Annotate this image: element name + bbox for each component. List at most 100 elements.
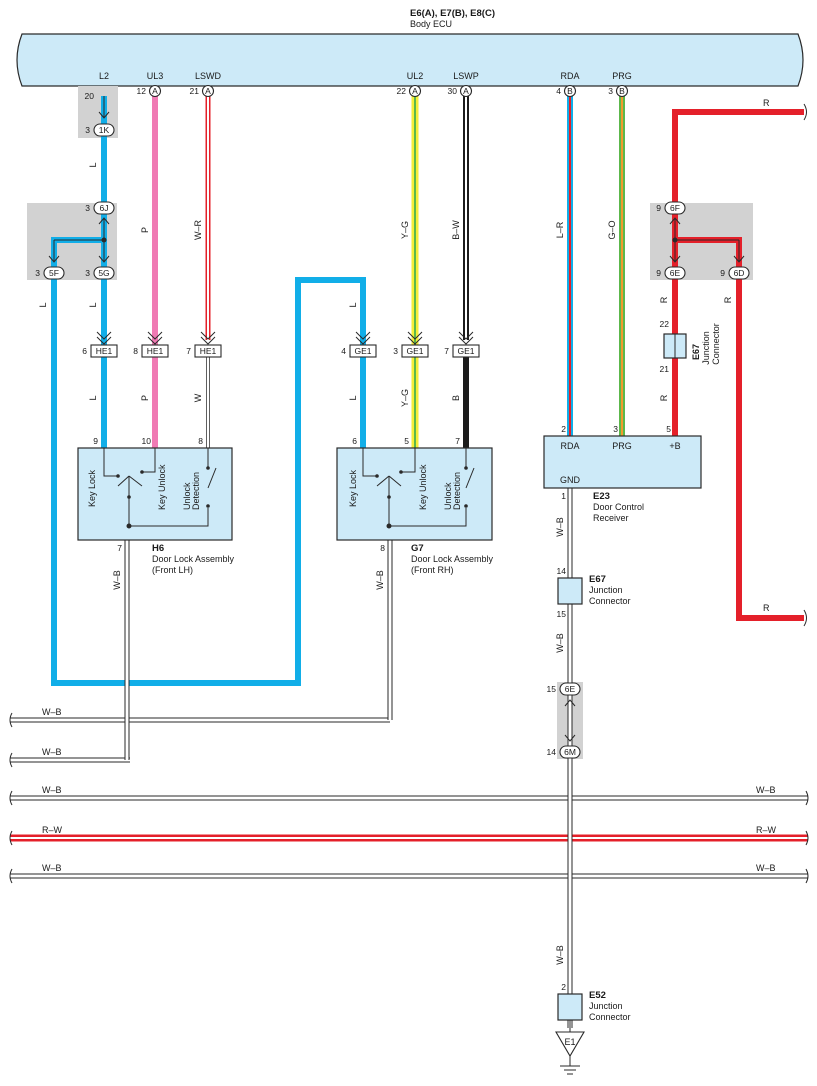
wire-label-r-3: R [659,394,669,401]
connector-he1-c [194,344,222,358]
e67-l-code: E67 [589,574,606,585]
wire-label-wb-e52: W–B [555,945,565,965]
ecu-pin-3-conn: B [619,86,625,96]
ecu-pin-12: 12 [137,86,147,96]
connector-he1-a-num: 6 [82,346,87,356]
connector-he1-a [90,344,118,358]
pin-6f-num: 9 [656,203,661,213]
receiver-prg-label: PRG [612,441,632,451]
pin-6e-mid [559,682,581,696]
wire-label-l-3: L [88,302,98,307]
door-lh-side: (Front LH) [152,565,193,575]
ecu-pin-20: 20 [85,91,95,101]
pin-6d-id: 6D [734,268,745,278]
ecu-pin-22: 22 [397,86,407,96]
wire-label-wb-g7: W–B [375,570,385,590]
ecu-pin-4-conn: B [567,86,573,96]
pin-6e-top [664,266,686,280]
e67-v-code: E67 [691,344,701,360]
wire-label-r-bottom: R [763,603,770,613]
wire-label-r-2: R [723,296,733,303]
pin-1k [93,123,115,137]
receiver-pin-3: 3 [613,424,618,434]
bus-label-3-right: W–B [756,785,776,795]
pin-5g [93,266,115,280]
pin-6j-id: 6J [100,203,109,213]
door-rh-detection-label: Detection [452,472,462,510]
connector-ge1-a-id: GE1 [354,346,371,356]
wire-label-r-1: R [659,296,669,303]
e52-code: E52 [589,990,606,1001]
door-lh-name: Door Lock Assembly [152,554,235,564]
bus-label-5-right: W–B [756,863,776,873]
door-connectors: HE1 6 HE1 8 HE1 7 GE1 4 GE1 3 GE1 7 [82,331,480,358]
door-rh-name: Door Lock Assembly [411,554,494,564]
e52-line1: Junction [589,1001,623,1011]
e67-l-line1: Junction [589,585,623,595]
junction-pins: 20 1K 3 6J 3 5F 3 5G 3 6F 9 6E 9 6D 9 [35,91,750,759]
receiver-name2: Receiver [593,513,629,523]
wire-label-lr: L–R [555,221,565,238]
wire-label-w: W [193,393,203,402]
door-lock-assembly-lh: 9 10 8 Key Lock Key Unlock Unlock Detect… [77,436,235,575]
body-ecu: E6(A), E7(B), E8(C) Body ECU L2 UL3 LSWD… [16,8,804,87]
ecu-pin-label-lswd: LSWD [195,71,222,81]
ecu-pin-label-ul3: UL3 [147,71,164,81]
door-lh-pin-8: 8 [198,436,203,446]
receiver-pin-5: 5 [666,424,671,434]
bus-label-1: W–B [42,707,62,717]
door-lock-assembly-rh: 6 5 7 Key Lock Key Unlock Unlock Detecti… [336,436,494,575]
wire-label-b: B [451,395,461,401]
door-rh-pin-7: 7 [455,436,460,446]
pin-6m-num: 14 [547,747,557,757]
wire-label-l-6: L [348,395,358,400]
pin-1k-id: 1K [99,125,110,135]
ecu-pin-21-conn: A [205,86,211,96]
ecu-name: Body ECU [410,19,452,29]
receiver-code: E23 [593,491,610,502]
pin-5g-num: 3 [85,268,90,278]
pin-6m-id: 6M [564,747,576,757]
bus-label-3-left: W–B [42,785,62,795]
receiver-rda-label: RDA [560,441,579,451]
e52-line2: Connector [589,1012,631,1022]
wire-label-l-2: L [38,302,48,307]
junction-connector-e52: 2 E52 Junction Connector [557,982,631,1022]
ecu-pin-label-l2: L2 [99,71,109,81]
ecu-pin-30-conn: A [463,86,469,96]
connector-ge1-b [401,344,429,358]
e67-v-line1: Junction [701,331,711,365]
ground-label: E1 [564,1037,575,1047]
connector-ge1-c [452,344,480,358]
pin-5g-id: 5G [98,268,109,278]
connector-he1-b-id: HE1 [147,346,164,356]
door-lh-pin-9: 9 [93,436,98,446]
ecu-pin-label-ul2: UL2 [407,71,424,81]
connector-ge1-b-num: 3 [393,346,398,356]
door-lh-code: H6 [152,543,164,554]
door-lh-key-unlock-label: Key Unlock [157,464,167,510]
wire-label-yg-2: Y–G [400,389,410,407]
connector-ge1-b-id: GE1 [406,346,423,356]
ground-symbol: E1 [555,1020,585,1075]
connector-ge1-c-num: 7 [444,346,449,356]
door-lh-key-lock-label: Key Lock [87,469,97,507]
wire-label-wb-h6: W–B [112,570,122,590]
receiver-b-label: +B [669,441,680,451]
wire-label-l-1: L [88,162,98,167]
wire-label-r-top: R [763,98,770,108]
connector-he1-a-id: HE1 [96,346,113,356]
pin-6d [728,266,750,280]
door-rh-pin-6: 6 [352,436,357,446]
e52-pin-2: 2 [561,982,566,992]
pin-6d-num: 9 [720,268,725,278]
wire-label-bw: B–W [451,220,461,240]
e67-v-line2: Connector [711,323,721,365]
receiver-gnd-label: GND [560,475,581,485]
pin-5f-id: 5F [49,268,59,278]
door-rh-code: G7 [411,543,424,554]
wire-color-labels: L L L L L L P P W–R W Y–G Y–G B–W B L–R … [38,98,770,965]
door-lh-detection-label: Detection [191,472,201,510]
ecu-pin-label-lswp: LSWP [453,71,479,81]
